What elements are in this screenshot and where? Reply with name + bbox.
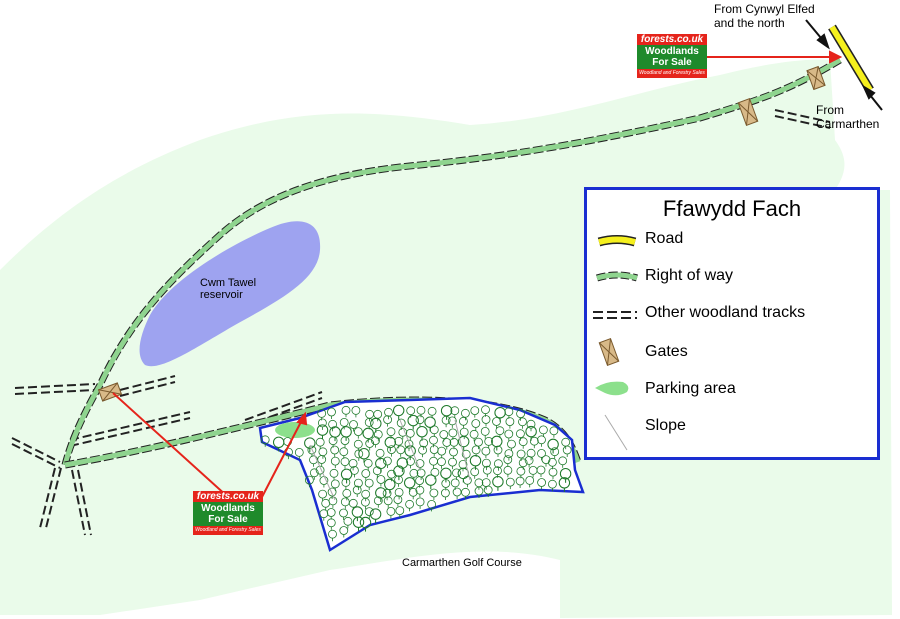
legend-gates-label: Gates (645, 343, 688, 360)
legend-road-label: Road (645, 230, 684, 247)
map-legend: Ffawydd Fach Road Right of way Other woo… (584, 187, 880, 460)
for-sale-sign-bottom: forests.co.uk Woodlands For Sale Woodlan… (193, 491, 263, 537)
right-of-way-symbol (595, 271, 639, 282)
legend-symbols (593, 235, 639, 451)
legend-right-of-way-label: Right of way (645, 267, 734, 284)
sign-pointers (112, 50, 843, 498)
sign-headline: Woodlands For Sale (193, 502, 263, 526)
for-sale-sign-top: forests.co.uk Woodlands For Sale Woodlan… (637, 34, 707, 80)
sign-brand: forests.co.uk (637, 34, 707, 45)
from-north-label: From Cynwyl Elfed and the north (714, 2, 815, 30)
legend-slope-label: Slope (645, 417, 686, 434)
gate-icon (737, 98, 759, 126)
track-symbol (593, 311, 637, 319)
sign-brand: forests.co.uk (193, 491, 263, 502)
slope-lines (309, 419, 471, 501)
sign-headline: Woodlands For Sale (637, 45, 707, 69)
woodland-tracks (11, 109, 831, 536)
sign-footer: Woodland and Forestry Sales (637, 69, 707, 78)
parking-icon (595, 381, 629, 396)
reservoir-label: Cwm Tawel reservoir (200, 277, 257, 301)
gate-icon (97, 382, 123, 402)
legend-title: Ffawydd Fach (662, 196, 802, 221)
gate-icon (806, 65, 826, 91)
legend-parking-label: Parking area (645, 380, 736, 397)
sign-footer: Woodland and Forestry Sales (193, 526, 263, 535)
direction-arrows (805, 19, 883, 111)
slope-symbol (604, 414, 628, 451)
reservoir (139, 221, 321, 367)
road-symbol (597, 235, 637, 247)
golf-course-label: Carmarthen Golf Course (402, 557, 522, 569)
woodland-boundary (258, 396, 585, 552)
parking-area (275, 422, 315, 438)
from-carmarthen-label: From Carmarthen (816, 103, 880, 131)
road (828, 24, 874, 93)
gate-icon (598, 338, 620, 366)
legend-tracks-label: Other woodland tracks (645, 304, 806, 321)
